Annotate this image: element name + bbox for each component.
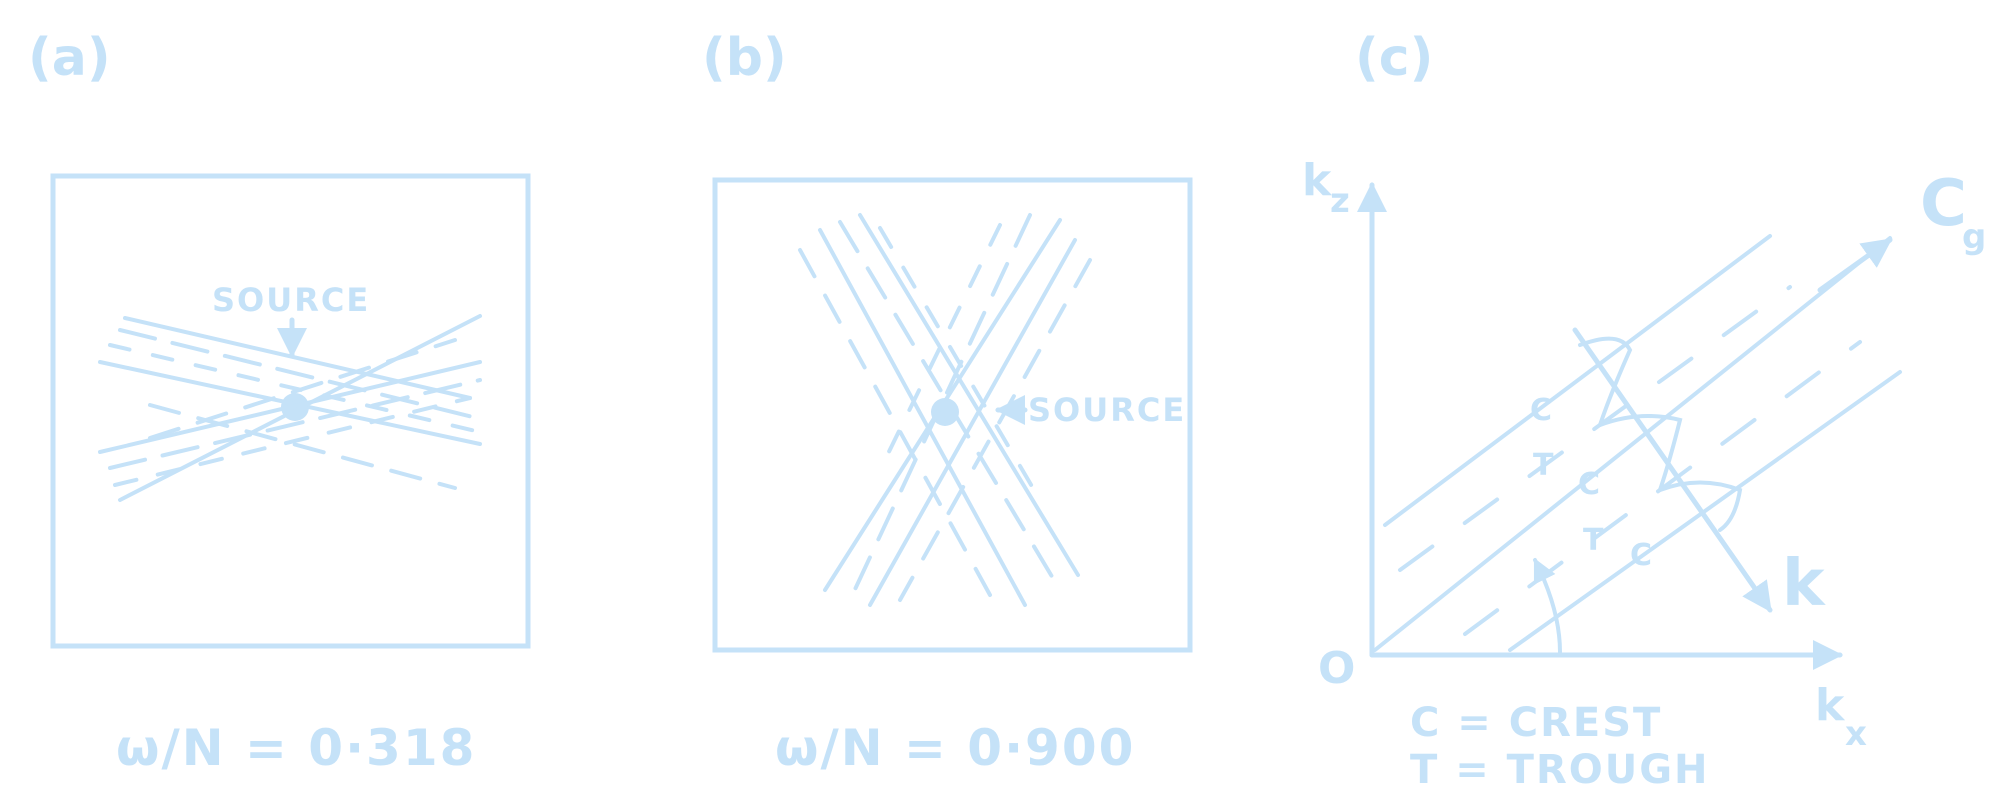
k-vector-label: k [1782,547,1826,621]
crest-line-3 [1508,370,1902,652]
origin-label: O [1318,643,1355,694]
panel-b-ratio-label: ω/N = 0·900 [775,719,1135,777]
legend-crest: C = CREST [1410,700,1662,746]
kx-axis-sub: x [1845,714,1867,754]
panel-b-beam-2 [823,213,1092,607]
panel-b-letter: (b) [702,28,787,88]
cg-sub: g [1962,217,1986,257]
trough-line-1 [1398,285,1792,572]
panel-a-frame [50,173,531,649]
crest-mark-2: C [1578,467,1600,502]
panel-b-source-label: SOURCE [1028,391,1186,429]
panel-a-source-label: SOURCE [212,281,370,319]
panel-a: (a) SOURCE ω/N = 0·318 [28,28,531,777]
panel-c: (c) k z k x O C g k [1302,28,1986,793]
panel-a-letter: (a) [28,28,111,88]
crest-mark-1: C [1530,393,1552,428]
panel-a-beam-2 [98,314,482,502]
panel-b-source-dot [931,398,959,426]
panel-a-ratio-label: ω/N = 0·318 [116,719,476,777]
panel-c-letter: (c) [1355,28,1433,88]
crest-line-2 [1373,236,1892,652]
panel-b-frame [712,177,1193,653]
trough-mark-2: T [1583,523,1604,558]
panel-a-beam-1 [98,316,487,490]
cg-label: C [1920,167,1967,241]
angle-arc [1533,557,1562,654]
trough-mark-1: T [1533,448,1554,483]
right-angle-marks [1578,336,1743,532]
k-vector-arrow [1572,327,1773,613]
kz-axis-label: k [1302,155,1333,206]
kx-axis-label: k [1815,680,1846,731]
crest-line-1 [1383,234,1772,527]
cg-arrow [1817,237,1893,293]
panel-b: (b) SOURCE ω/N = 0·900 [702,28,1193,777]
crest-mark-3: C [1630,538,1652,573]
kz-axis-sub: z [1330,181,1350,221]
legend-trough: T = TROUGH [1410,747,1710,793]
